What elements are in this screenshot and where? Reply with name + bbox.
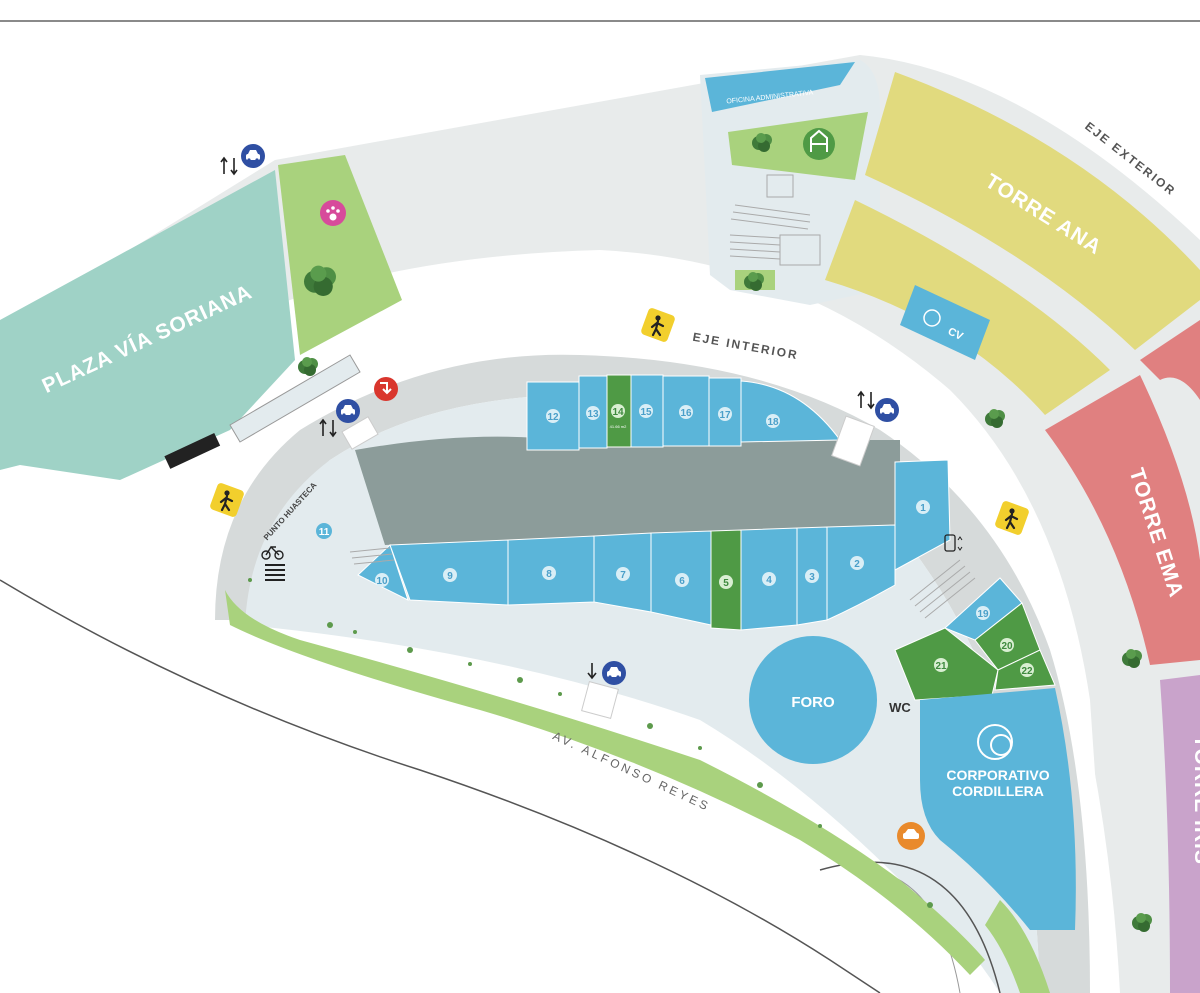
car-entrance-icon-1[interactable] xyxy=(241,144,265,168)
arrows-icon-1 xyxy=(220,157,238,175)
taxi-icon xyxy=(897,822,925,850)
av-alfonso-road-edge xyxy=(0,579,881,993)
arrow-down-icon xyxy=(587,663,597,680)
lot-2: 2 xyxy=(850,556,864,570)
svg-text:15: 15 xyxy=(640,407,652,418)
shrub-dots xyxy=(248,578,933,908)
foro xyxy=(745,632,881,768)
lot-8: 8 xyxy=(542,566,556,580)
svg-text:21: 21 xyxy=(935,661,947,672)
plaza-stairs xyxy=(229,354,361,443)
svg-text:17: 17 xyxy=(719,410,731,421)
lot-18: 18 xyxy=(766,414,780,428)
corporativo-label-1: CORPORATIVO xyxy=(946,767,1049,783)
lot-20: 20 xyxy=(1000,638,1014,652)
park-strip-south xyxy=(225,590,985,975)
lot-15: 15 xyxy=(639,404,653,418)
bike-rack-icon xyxy=(265,564,285,581)
corporativo-logo-icon xyxy=(977,724,1013,760)
playground-park xyxy=(728,112,868,180)
car-entrance-icon-4[interactable] xyxy=(602,661,626,685)
lot-9: 9 xyxy=(443,568,457,582)
cv-logo-icon xyxy=(923,309,941,327)
foro-label: FORO xyxy=(791,694,835,711)
svg-text:1: 1 xyxy=(920,503,926,514)
no-entry-icon xyxy=(374,377,398,401)
torre-ema-top xyxy=(1140,320,1200,400)
torre-iris-label: TORRE IRIS xyxy=(1190,735,1200,865)
svg-text:8: 8 xyxy=(546,569,552,580)
svg-text:10: 10 xyxy=(376,576,388,587)
lot-13: 13 xyxy=(586,406,600,420)
cv-block xyxy=(900,285,990,360)
bicycle-icon xyxy=(261,545,284,560)
lot-7: 7 xyxy=(616,567,630,581)
svg-text:5: 5 xyxy=(723,578,729,589)
lot-16: 16 xyxy=(679,405,693,419)
oficina-administrativa xyxy=(705,62,855,112)
svg-text:9: 9 xyxy=(447,571,453,582)
lot-14-area: 41.66 m2 xyxy=(610,424,627,429)
svg-text:14: 14 xyxy=(612,407,624,418)
svg-text:11: 11 xyxy=(319,527,330,538)
lot-3: 3 xyxy=(805,569,819,583)
pet-area-icon xyxy=(320,200,346,226)
svg-text:3: 3 xyxy=(809,572,815,583)
svg-text:22: 22 xyxy=(1021,666,1033,677)
svg-text:18: 18 xyxy=(767,417,779,428)
lot-6: 6 xyxy=(675,573,689,587)
admin-stairs xyxy=(729,174,821,266)
gate-south xyxy=(581,681,619,719)
torre-ana-lower xyxy=(825,200,1110,415)
park-plaza xyxy=(278,155,402,355)
elevator-icon xyxy=(944,534,963,552)
lot-5: 5 xyxy=(719,575,733,589)
lot-11: 11 xyxy=(316,523,332,539)
svg-text:13: 13 xyxy=(587,409,599,420)
playground-icon xyxy=(803,128,835,160)
lot-21: 21 xyxy=(934,658,948,672)
car-entrance-icon-2[interactable] xyxy=(336,399,360,423)
gate-east xyxy=(831,415,875,467)
plaza-via-soriana xyxy=(0,170,295,480)
corporativo-cordillera xyxy=(920,688,1076,930)
svg-text:6: 6 xyxy=(679,576,685,587)
svg-text:20: 20 xyxy=(1001,641,1013,652)
svg-text:2: 2 xyxy=(854,559,860,570)
svg-text:7: 7 xyxy=(620,570,626,581)
lot-badges: 12 13 14 41.66 m2 15 16 17 18 1 2 3 4 5 … xyxy=(316,404,1034,677)
car-entrance-icon-3[interactable] xyxy=(875,398,899,422)
crosswalk-lines xyxy=(349,547,976,619)
svg-text:12: 12 xyxy=(547,412,559,423)
lot-17: 17 xyxy=(718,407,732,421)
wc-label: WC xyxy=(889,700,911,715)
torre-ema xyxy=(1045,375,1200,665)
torre-iris xyxy=(1160,675,1200,993)
svg-text:19: 19 xyxy=(977,609,989,620)
lot-22: 22 xyxy=(1020,663,1034,677)
lot-10: 10 xyxy=(375,573,389,587)
lot-19: 19 xyxy=(976,606,990,620)
corporativo-label-2: CORDILLERA xyxy=(952,783,1044,799)
park-strip-east xyxy=(985,900,1050,993)
svg-text:16: 16 xyxy=(680,408,692,419)
lot-12: 12 xyxy=(546,409,560,423)
plaza-entrance-bar xyxy=(164,432,221,469)
lot-14: 14 41.66 m2 xyxy=(610,404,627,429)
lot-1: 1 xyxy=(916,500,930,514)
parking-lot xyxy=(355,436,900,545)
svg-text:4: 4 xyxy=(766,575,772,586)
gate-west xyxy=(341,416,379,450)
torre-ana xyxy=(865,72,1200,350)
lot-4: 4 xyxy=(762,572,776,586)
